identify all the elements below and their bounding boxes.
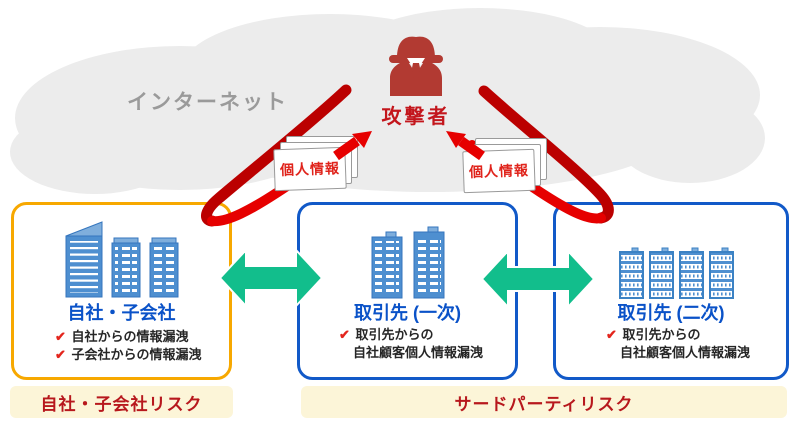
partner2-box-title: 取引先 (二次) <box>617 303 725 323</box>
partner2-risk-list: ✔ 取引先からの 自社顧客個人情報漏洩 <box>606 326 750 362</box>
company-buildings-icon <box>65 221 179 298</box>
risk-item-text: 自社顧客個人情報漏洩 <box>620 345 751 360</box>
company-risk-list: ✔ 自社からの情報漏洩 ✔ 子会社からの情報漏洩 <box>55 328 202 364</box>
third-party-risk-ribbon-label: サードパーティリスク <box>454 394 634 414</box>
check-icon: ✔ <box>55 347 66 362</box>
attacker-label: 攻撃者 <box>381 106 451 128</box>
risk-item-text: 子会社からの情報漏洩 <box>71 347 202 362</box>
risk-item-continued: 自社顧客個人情報漏洩 <box>606 344 750 362</box>
risk-item-text: 取引先からの <box>355 327 434 342</box>
exchange-arrow-right <box>480 248 596 310</box>
risk-item-text: 自社顧客個人情報漏洩 <box>353 345 484 360</box>
risk-item: ✔ 自社からの情報漏洩 <box>55 328 202 346</box>
partner1-box-title: 取引先 (一次) <box>354 303 461 323</box>
leak-arrowhead-left <box>333 131 372 161</box>
partner1-risk-list: ✔ 取引先からの 自社顧客個人情報漏洩 <box>339 326 483 362</box>
check-icon: ✔ <box>55 329 66 344</box>
risk-item-continued: 自社顧客個人情報漏洩 <box>339 344 483 362</box>
exchange-arrow-left <box>218 247 324 309</box>
partner2-buildings-icon <box>619 247 734 299</box>
leak-arrowhead-right <box>446 131 485 161</box>
risk-item: ✔ 取引先からの <box>606 326 750 344</box>
risk-item-text: 取引先からの <box>622 327 701 342</box>
check-icon: ✔ <box>339 327 350 342</box>
risk-item: ✔ 取引先からの <box>339 326 483 344</box>
company-risk-ribbon-label: 自社・子会社リスク <box>40 394 203 414</box>
risk-item: ✔ 子会社からの情報漏洩 <box>55 346 202 364</box>
company-risk-ribbon: 自社・子会社リスク <box>10 386 233 418</box>
internet-label: インターネット <box>127 91 288 114</box>
check-icon: ✔ <box>606 327 617 342</box>
third-party-risk-ribbon: サードパーティリスク <box>301 386 787 418</box>
risk-item-text: 自社からの情報漏洩 <box>71 329 189 344</box>
attacker-icon <box>389 36 443 96</box>
partner1-buildings-icon <box>371 226 445 299</box>
company-box-title: 自社・子会社 <box>67 303 176 323</box>
